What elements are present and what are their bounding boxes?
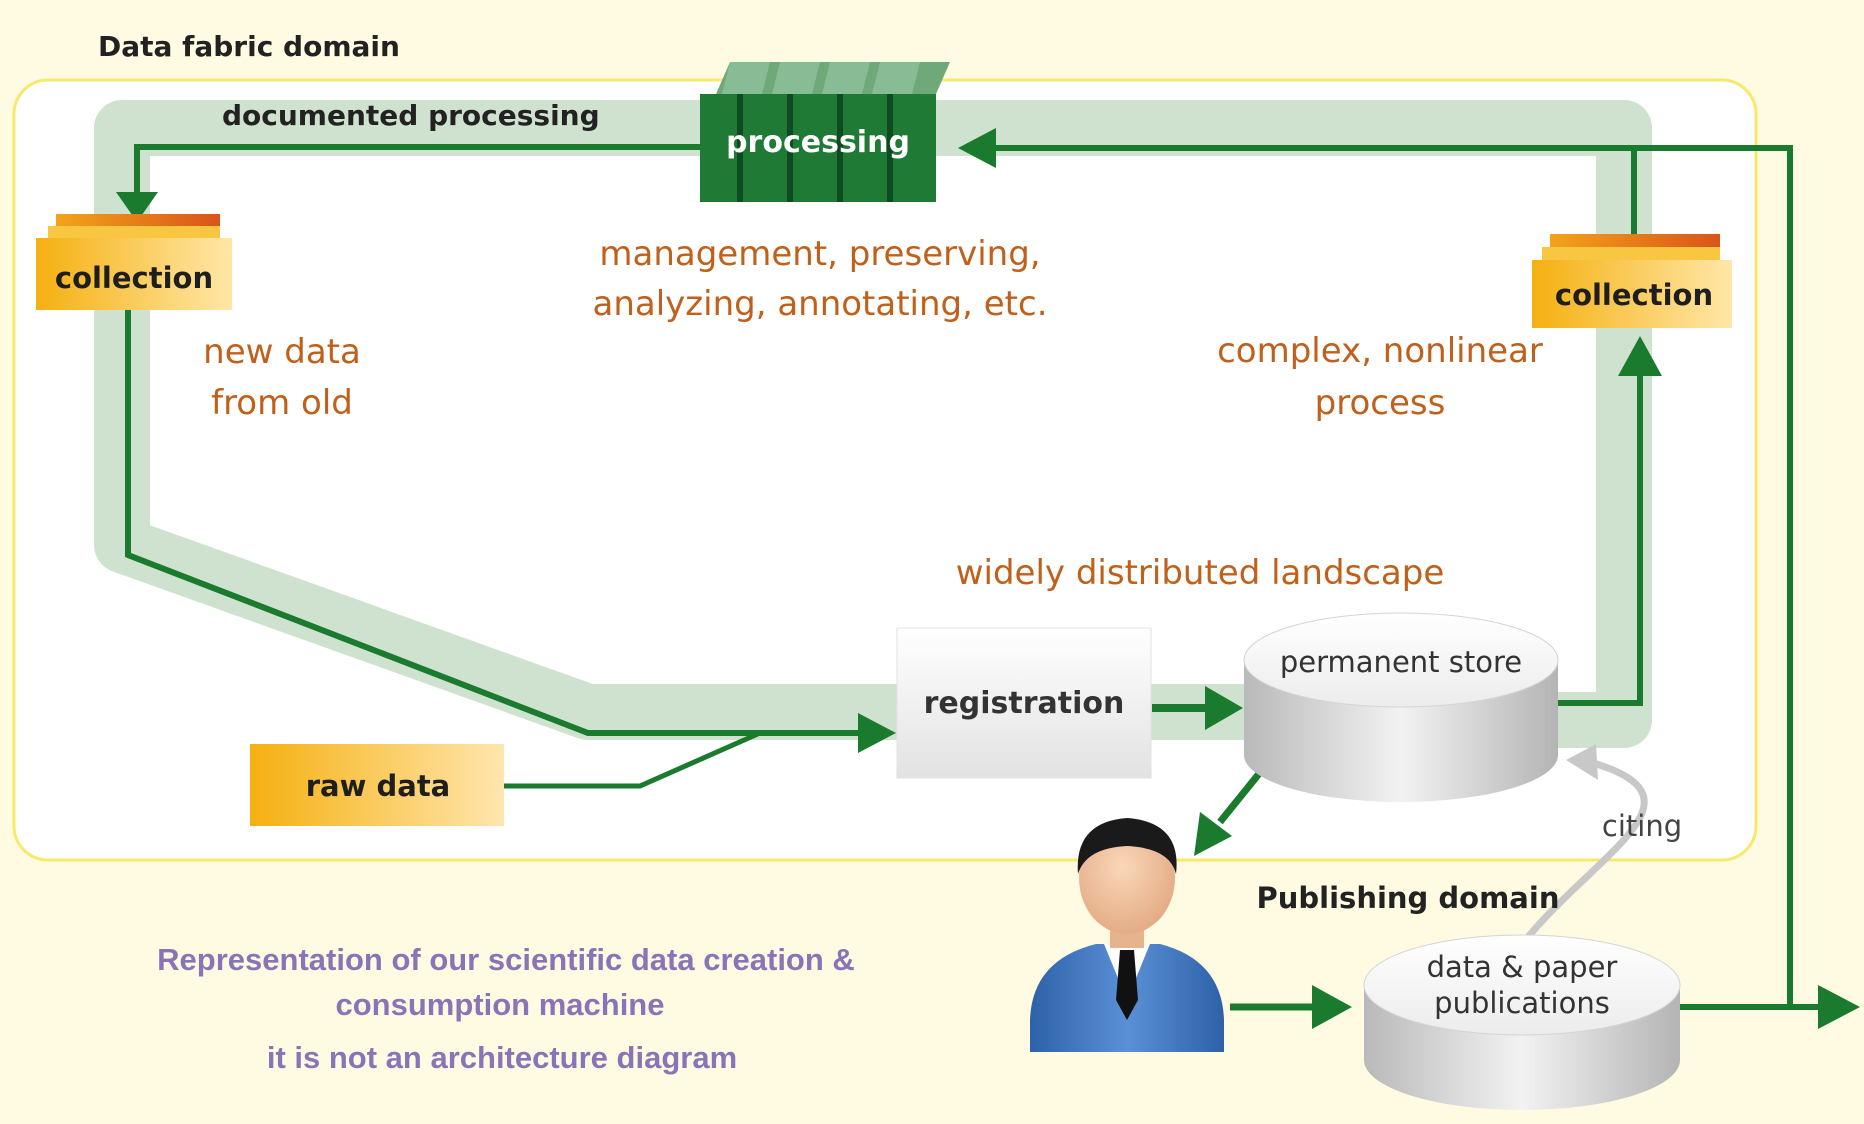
complex-annotation-line2: process (1315, 383, 1446, 423)
publications-label-line1: data & paper (1427, 950, 1618, 984)
arrow-publications-loop (1634, 145, 1793, 1010)
publications-cylinder (1363, 934, 1681, 1110)
arrowhead-right-out (1818, 985, 1860, 1029)
processing-label: processing (726, 125, 910, 160)
arrow-processing-to-collection (134, 144, 700, 198)
data-fabric-domain-title: Data fabric domain (98, 30, 400, 63)
caption-line1: Representation of our scientific data cr… (157, 942, 855, 977)
management-annotation-line2: analyzing, annotating, etc. (593, 284, 1048, 324)
arrowhead-right-registration (858, 713, 896, 753)
raw-data-label: raw data (306, 769, 451, 803)
caption-line2: consumption machine (336, 987, 665, 1022)
arrow-collection-to-registration (125, 305, 862, 736)
complex-annotation-line1: complex, nonlinear (1217, 331, 1543, 371)
registration-box (896, 627, 1152, 779)
raw-data-box (250, 744, 504, 826)
arrowhead-person (1194, 812, 1232, 856)
new-data-annotation-line1: new data (203, 332, 361, 372)
arrow-citing (1509, 758, 1648, 960)
collection-left-block (36, 214, 232, 310)
arrowhead-right-store (1205, 686, 1243, 730)
caption-line3: it is not an architecture diagram (267, 1040, 737, 1075)
new-data-annotation-line2: from old (211, 383, 353, 423)
arrowhead-left-processing (958, 128, 996, 168)
collection-left-label: collection (55, 261, 213, 295)
arrowhead-up-collection (1618, 336, 1662, 376)
arrow-store-to-collection (1557, 370, 1643, 706)
arrowhead-citing (1566, 744, 1598, 780)
collection-right-label: collection (1555, 278, 1713, 312)
widely-distributed-annotation: widely distributed landscape (956, 553, 1445, 593)
collection-right-block (1532, 234, 1732, 328)
management-annotation-line1: management, preserving, (599, 234, 1040, 274)
permanent-store-label: permanent store (1280, 645, 1522, 679)
publications-label-line2: publications (1434, 986, 1610, 1020)
publishing-domain-title: Publishing domain (1257, 881, 1560, 915)
processing-block (700, 62, 950, 202)
arrow-rawdata-merge (504, 730, 762, 789)
permanent-store-cylinder (1243, 612, 1559, 802)
registration-label: registration (924, 686, 1125, 721)
documented-processing-label: documented processing (222, 99, 600, 132)
person-icon (1030, 818, 1224, 1052)
arrowhead-down-collection (116, 192, 158, 222)
arrow-store-to-person (1217, 767, 1265, 825)
arrowhead-publications (1312, 985, 1352, 1029)
citing-label: citing (1602, 809, 1682, 843)
